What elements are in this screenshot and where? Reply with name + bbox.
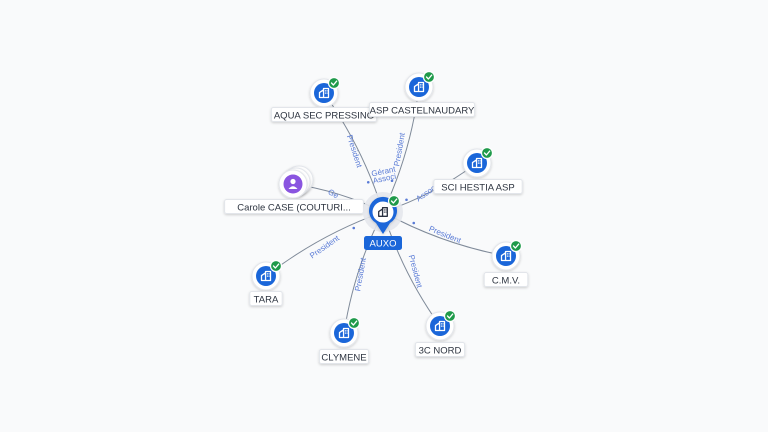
center-name: AUXO (370, 239, 397, 250)
node-tara[interactable]: TARA (249, 259, 283, 306)
node-asp[interactable]: ASP CASTELNAUDARY (368, 70, 476, 117)
node-label: ASP CASTELNAUDARY (370, 105, 475, 116)
edge-label-carole: Ge (326, 187, 340, 200)
node-label: Carole CASE (COUTURI... (237, 202, 351, 213)
verified-check-icon (480, 146, 494, 160)
company-icon (500, 250, 512, 262)
verified-check-icon (327, 76, 341, 90)
edge-arrow-asp (390, 179, 394, 183)
company-icon (413, 81, 425, 93)
node-cmv[interactable]: C.M.V. (483, 239, 529, 287)
edge-arrow-aqua (366, 180, 370, 184)
edge-arrow-cmv (412, 221, 416, 225)
company-icon (338, 327, 350, 339)
edge-label-nord: President (407, 254, 425, 290)
node-label-tara[interactable]: TARA (249, 291, 283, 306)
company-icon (318, 87, 330, 99)
node-label-clymene[interactable]: CLYMENE (318, 349, 370, 364)
person-icon (283, 174, 303, 194)
center-node[interactable]: AUXO (363, 192, 403, 250)
node-label: TARA (254, 294, 279, 305)
node-label: SCI HESTIA ASP (441, 182, 514, 193)
node-label-cmv[interactable]: C.M.V. (483, 272, 529, 287)
company-icon (378, 207, 388, 217)
verified-check-icon (443, 309, 457, 323)
node-label-carole[interactable]: Carole CASE (COUTURI... (224, 199, 364, 214)
node-nord[interactable]: 3C NORD (414, 309, 466, 357)
company-icon (471, 157, 483, 169)
verified-check-icon (387, 194, 401, 208)
verified-check-icon (422, 70, 436, 84)
edge-label-aqua: President (345, 134, 364, 170)
verified-check-icon (269, 259, 283, 273)
node-label-hestia[interactable]: SCI HESTIA ASP (433, 179, 523, 194)
node-hestia[interactable]: SCI HESTIA ASP (433, 146, 523, 194)
node-carole[interactable]: Carole CASE (COUTURI... (224, 165, 364, 214)
edge-label-clymene: President (353, 256, 368, 292)
node-label: 3C NORD (419, 345, 462, 356)
node-clymene[interactable]: CLYMENE (318, 316, 370, 364)
node-label-aqua[interactable]: AQUA SEC PRESSING (270, 107, 378, 122)
node-label-nord[interactable]: 3C NORD (414, 342, 466, 357)
node-label-asp[interactable]: ASP CASTELNAUDARY (368, 102, 476, 117)
company-icon (260, 270, 272, 282)
company-icon (434, 320, 446, 332)
edge-arrow-tara (352, 226, 356, 230)
verified-check-icon (509, 239, 523, 253)
node-label: CLYMENE (321, 352, 366, 363)
node-aqua[interactable]: AQUA SEC PRESSING (270, 76, 378, 122)
edge-label-asp: President (392, 131, 407, 167)
center-pin (368, 196, 397, 234)
edge-arrow-hestia (405, 198, 408, 202)
verified-check-icon (347, 316, 361, 330)
center-label: AUXO (364, 236, 402, 250)
node-label: AQUA SEC PRESSING (274, 110, 374, 121)
node-label: C.M.V. (492, 275, 520, 286)
